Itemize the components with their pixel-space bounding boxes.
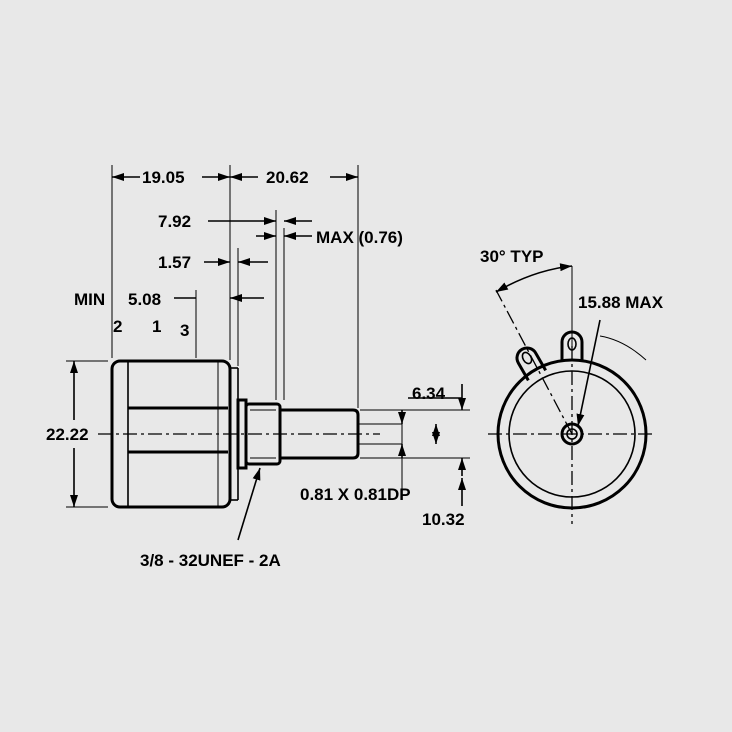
dim-flange: 1.57 xyxy=(158,253,191,272)
extension-lines xyxy=(66,165,470,508)
thread-spec: 3/8 - 32UNEF - 2A xyxy=(140,551,281,570)
max-diameter-label: 15.88 MAX xyxy=(578,293,664,312)
housing-outer-circle xyxy=(496,358,648,510)
terminal-3-label: 3 xyxy=(180,321,189,340)
dim-bushing-height: 10.32 xyxy=(422,510,465,529)
dim-shaft-length: 20.62 xyxy=(266,168,309,187)
dim-bushing: 7.92 xyxy=(158,212,191,231)
shaft-end-circle xyxy=(560,422,584,446)
dim-shaft-diameter: 6.34 xyxy=(412,384,446,403)
dim-body-diameter: 22.22 xyxy=(46,425,89,444)
dim-max-label: MAX (0.76) xyxy=(316,228,403,247)
dimension-lines xyxy=(70,173,466,541)
front-view: 30° TYP 15.88 MAX xyxy=(480,247,664,524)
terminal-1-label: 1 xyxy=(152,317,161,336)
angle-reference-line xyxy=(495,289,573,435)
dim-terminal-spacing: 5.08 xyxy=(128,290,161,309)
dim-slot: 0.81 X 0.81DP xyxy=(300,485,411,504)
max-diameter-leader xyxy=(576,319,601,427)
dim-overall-rear: 19.05 xyxy=(142,168,185,187)
angle-label: 30° TYP xyxy=(480,247,544,266)
housing-inner-circle xyxy=(508,370,636,498)
angle-arc xyxy=(495,263,573,293)
side-view: 19.05 20.62 7.92 MAX (0.76) 1.57 MIN 5.0… xyxy=(46,165,470,570)
shaft-slot-circle xyxy=(566,428,578,440)
dim-min-label: MIN xyxy=(74,290,105,309)
terminal-2-label: 2 xyxy=(113,317,122,336)
